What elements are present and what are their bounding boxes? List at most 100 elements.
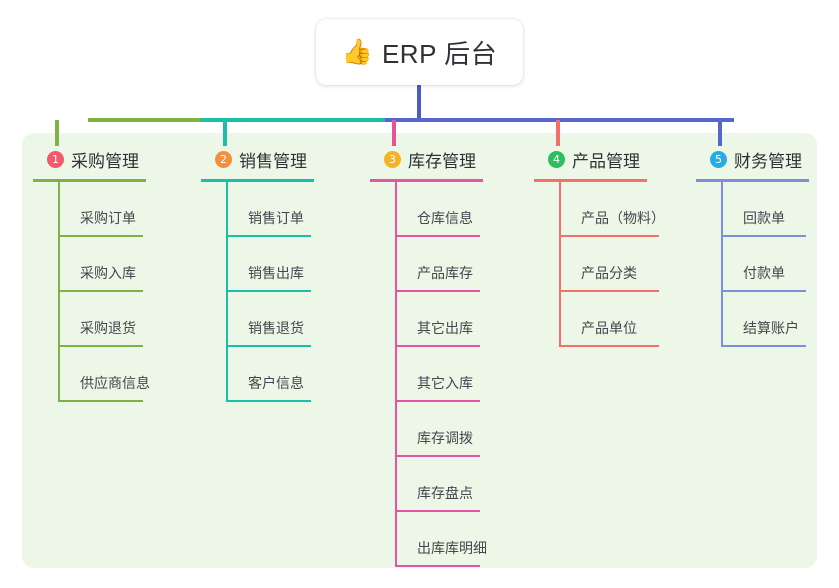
leaf-item[interactable]: 其它入库 [395,347,483,402]
root-title: ERP 后台 [381,38,498,69]
leaf-item-label: 产品（物料） [581,210,665,226]
drop-connector-3 [392,120,396,146]
leaf-item-rule [58,345,143,347]
leaf-item-label: 结算账户 [743,320,799,336]
leaf-item[interactable]: 销售订单 [226,182,314,237]
column-badge-icon-2: 2 [215,150,232,168]
leaf-item-label: 付款单 [743,265,785,281]
leaf-item-label: 库存调拨 [417,430,473,446]
leaf-item-label: 产品单位 [581,320,637,336]
column-spine-4 [559,182,561,347]
leaf-item[interactable]: 库存盘点 [395,457,483,512]
leaf-item-rule [58,400,143,402]
leaf-item-rule [721,345,806,347]
column-children-4: 产品（物料） 产品分类产品单位 [559,182,665,347]
leaf-item-label: 采购入库 [80,265,136,281]
leaf-item-rule [395,565,480,567]
leaf-item-label: 客户信息 [248,375,304,391]
column-5: 5 财务管理回款单付款单结算账户 [696,146,809,347]
column-spine-3 [395,182,397,567]
column-header-4[interactable]: 4 产品管理 [534,146,647,172]
leaf-item[interactable]: 采购退货 [58,292,146,347]
leaf-item-rule [395,510,480,512]
column-4: 4 产品管理产品（物料） 产品分类产品单位 [534,146,665,347]
leaf-item-label: 销售出库 [248,265,304,281]
leaf-item[interactable]: 采购入库 [58,237,146,292]
leaf-item-label: 产品分类 [581,265,637,281]
leaf-item[interactable]: 产品（物料） [559,182,665,237]
leaf-item-rule [226,400,311,402]
leaf-item[interactable]: 结算账户 [721,292,809,347]
leaf-item[interactable]: 采购订单 [58,182,146,237]
drop-connector-4 [556,120,560,146]
leaf-item-label: 销售退货 [248,320,304,336]
bus-teal [201,118,385,122]
leaf-item[interactable]: 客户信息 [226,347,314,402]
leaf-item-rule [58,235,143,237]
leaf-item[interactable]: 产品分类 [559,237,659,292]
root-stem-connector [417,85,421,120]
leaf-item[interactable]: 销售出库 [226,237,314,292]
column-children-5: 回款单付款单结算账户 [721,182,809,347]
leaf-item-rule [58,290,143,292]
leaf-item[interactable]: 仓库信息 [395,182,483,237]
leaf-item-label: 仓库信息 [417,210,473,226]
column-title-1: 采购管理 [71,151,139,171]
leaf-item-rule [395,235,480,237]
diagram-panel [22,133,817,568]
leaf-item[interactable]: 销售退货 [226,292,314,347]
leaf-item[interactable]: 出库库明细 [395,512,487,567]
leaf-item-label: 出库库明细 [417,540,487,556]
leaf-item[interactable]: 付款单 [721,237,809,292]
leaf-item-rule [395,290,480,292]
leaf-item[interactable]: 供应商信息 [58,347,150,402]
leaf-item-label: 销售订单 [248,210,304,226]
leaf-item-label: 库存盘点 [417,485,473,501]
leaf-item-rule [395,400,480,402]
thumbs-up-icon: 👍 [341,37,373,66]
column-header-1[interactable]: 1 采购管理 [33,146,146,172]
leaf-item[interactable]: 产品库存 [395,237,483,292]
leaf-item-label: 产品库存 [417,265,473,281]
leaf-item-rule [559,235,659,237]
leaf-item-label: 其它入库 [417,375,473,391]
column-badge-icon-1: 1 [47,150,64,168]
column-spine-1 [58,182,60,402]
column-1: 1 采购管理采购订单采购入库采购退货供应商信息 [33,146,150,402]
column-title-2: 销售管理 [239,151,307,171]
column-badge-icon-3: 3 [384,150,401,168]
column-2: 2 销售管理销售订单销售出库销售退货客户信息 [201,146,314,402]
column-children-1: 采购订单采购入库采购退货供应商信息 [58,182,150,402]
column-rule-1 [33,179,146,182]
leaf-item-label: 供应商信息 [80,375,150,391]
root-node[interactable]: 👍 ERP 后台 [316,19,523,85]
leaf-item-rule [559,290,659,292]
leaf-item-rule [395,455,480,457]
drop-connector-1 [55,120,59,146]
leaf-item[interactable]: 其它出库 [395,292,483,347]
column-badge-icon-5: 5 [710,150,727,168]
column-title-5: 财务管理 [734,151,802,171]
leaf-item-rule [721,290,806,292]
leaf-item-rule [226,345,311,347]
column-badge-icon-4: 4 [548,150,565,168]
column-title-4: 产品管理 [572,151,640,171]
column-spine-5 [721,182,723,347]
leaf-item[interactable]: 库存调拨 [395,402,483,457]
column-rule-3 [370,179,483,182]
leaf-item-rule [226,290,311,292]
leaf-item[interactable]: 回款单 [721,182,809,237]
leaf-item-rule [226,235,311,237]
leaf-item-label: 采购退货 [80,320,136,336]
drop-connector-5 [718,120,722,146]
leaf-item-rule [559,345,659,347]
column-header-5[interactable]: 5 财务管理 [696,146,809,172]
column-rule-2 [201,179,314,182]
leaf-item[interactable]: 产品单位 [559,292,659,347]
column-header-2[interactable]: 2 销售管理 [201,146,314,172]
column-children-2: 销售订单销售出库销售退货客户信息 [226,182,314,402]
bus-green [88,118,201,122]
leaf-item-label: 采购订单 [80,210,136,226]
column-children-3: 仓库信息产品库存其它出库其它入库库存调拨库存盘点出库库明细 [395,182,487,567]
